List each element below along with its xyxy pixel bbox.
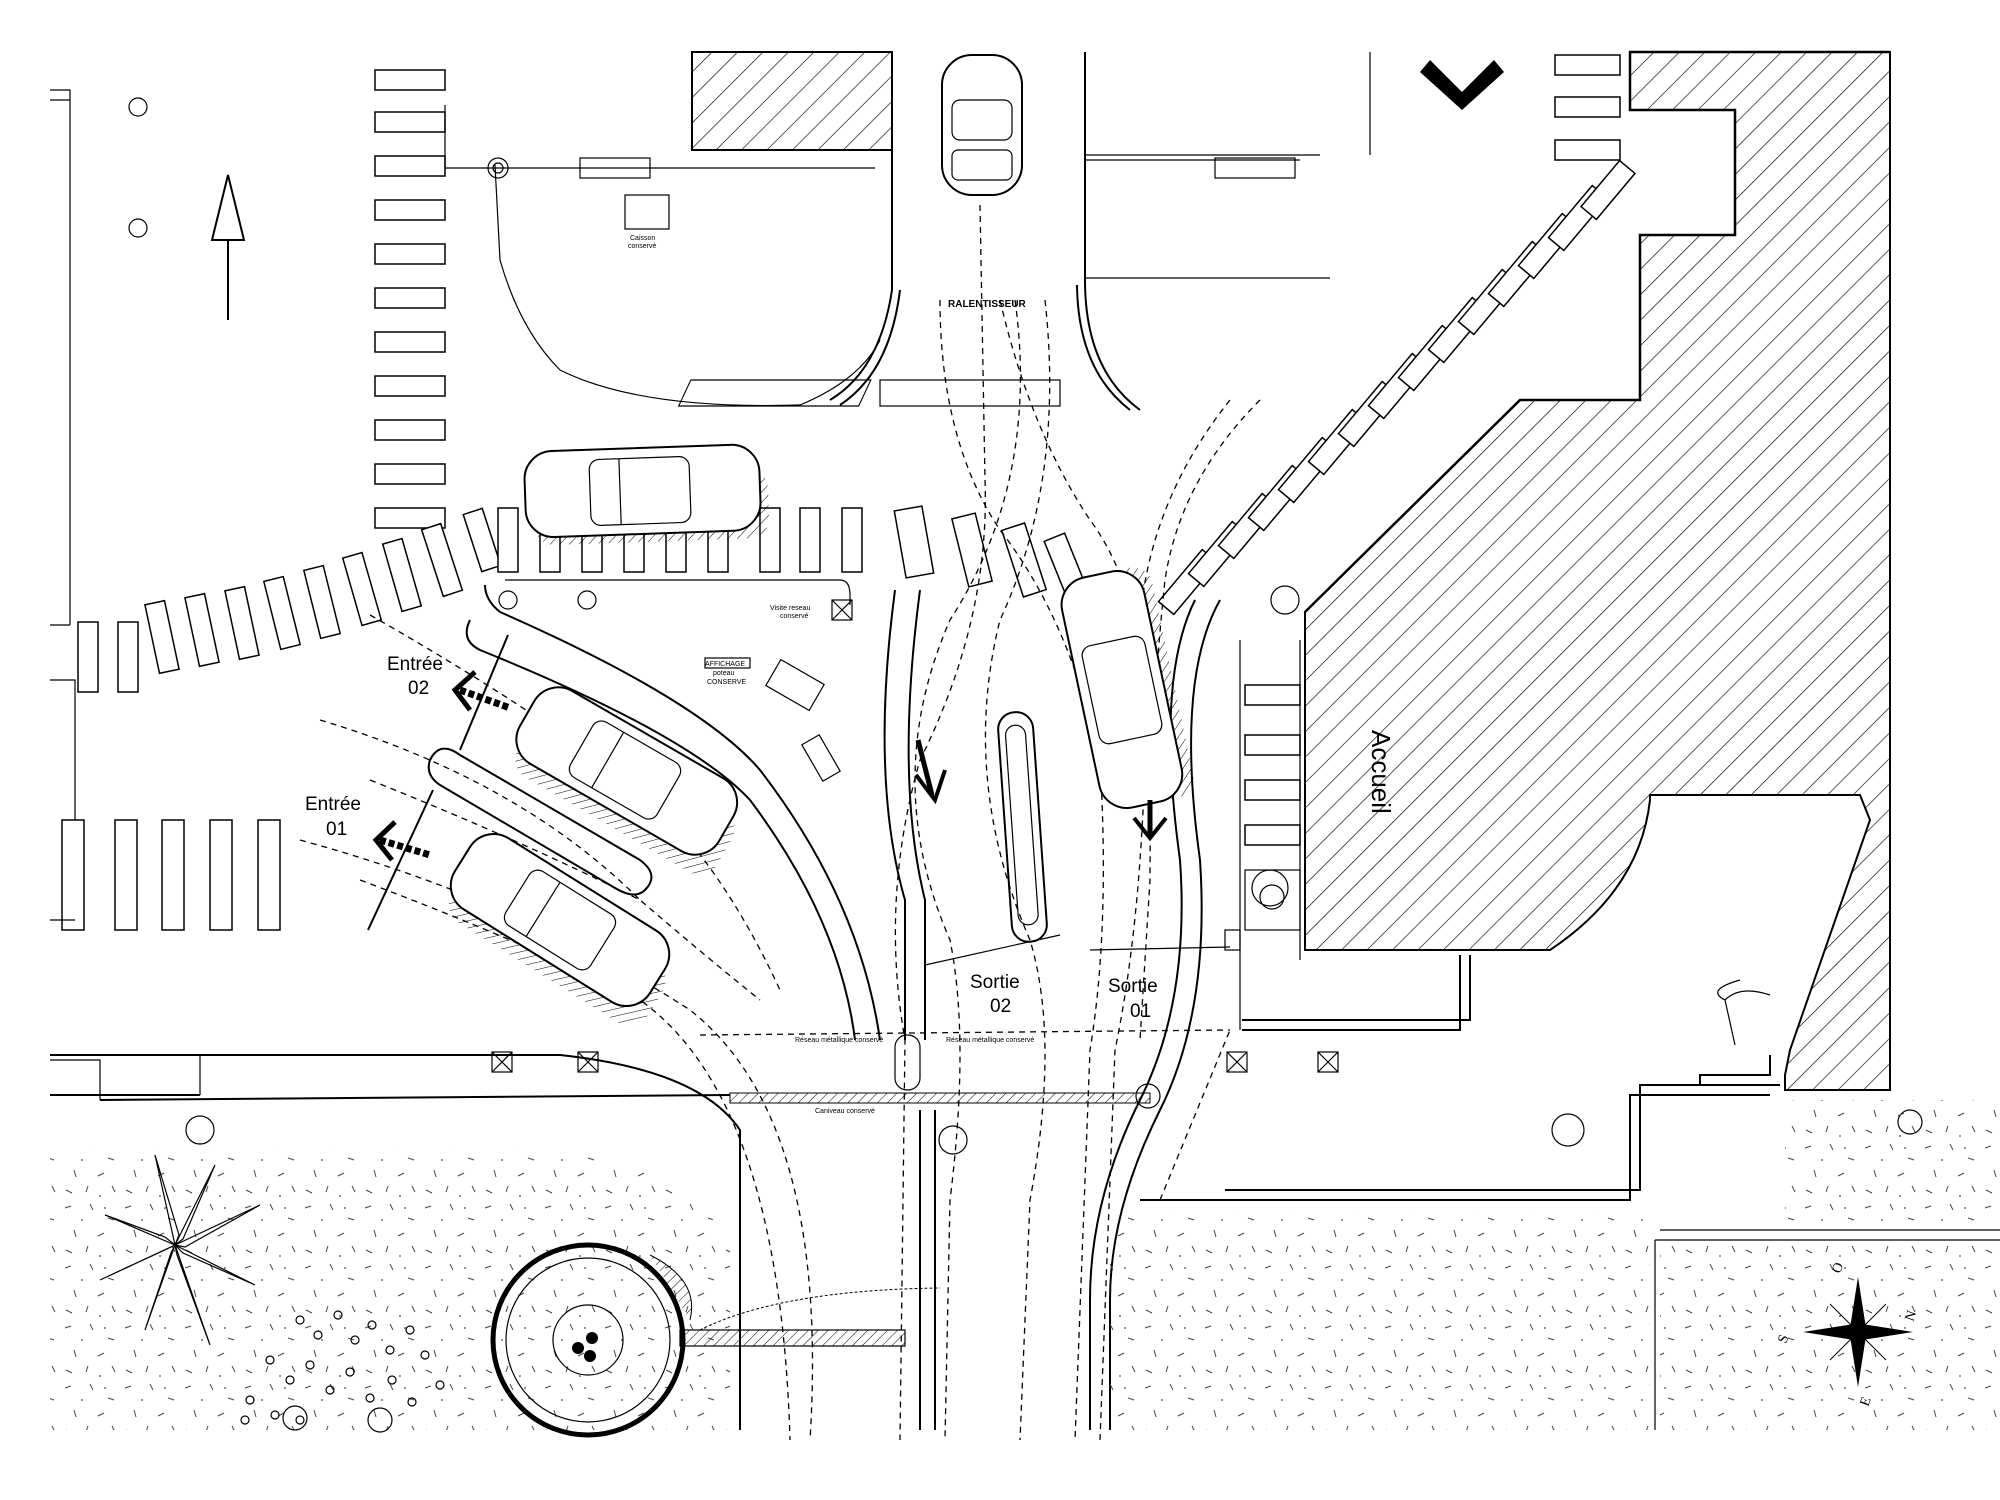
car-parked-top <box>523 443 770 546</box>
crosswalk-left-vertical <box>374 69 446 529</box>
traffic-island-left <box>427 747 653 896</box>
label-affichage-poteau: poteau <box>713 670 735 677</box>
buildings <box>691 50 1891 1091</box>
building-top-center <box>691 51 893 151</box>
arrow-sortie-01 <box>1132 800 1168 842</box>
label-caisson-conserve: conservé <box>628 243 657 250</box>
compass-north-label: N <box>1903 1309 1921 1324</box>
shrub-cluster <box>240 1310 445 1433</box>
label-entree-02-num: 02 <box>408 678 429 699</box>
label-reseau-gauche: Réseau métallique conservé <box>795 1037 883 1044</box>
crosswalk-top-center <box>497 505 1089 600</box>
crosswalk-top-right <box>1554 54 1621 161</box>
label-sortie-02-num: 02 <box>990 996 1011 1017</box>
label-entree-02: Entrée <box>387 654 443 675</box>
manholes <box>491 1051 1339 1073</box>
palm-tree <box>99 1154 261 1346</box>
label-affichage: AFFICHAGE <box>705 661 745 668</box>
building-accueil <box>1304 50 1890 613</box>
compass-rose: N S E O <box>1776 1261 1921 1409</box>
arrow-lane-center <box>914 739 947 805</box>
arrow-entree-02 <box>451 670 512 712</box>
label-sortie-02: Sortie <box>970 972 1020 993</box>
label-sortie-01: Sortie <box>1108 976 1158 997</box>
arrow-top-right <box>1420 60 1504 110</box>
label-accueil: Accueil <box>1366 730 1396 814</box>
label-entree-01-num: 01 <box>326 819 347 840</box>
label-ralentisseur: RALENTISSEUR <box>948 299 1027 310</box>
car-sortie-01 <box>1060 567 1194 809</box>
crosswalk-bottom-left <box>61 819 281 931</box>
label-entree-01: Entrée <box>305 794 361 815</box>
barriers <box>367 634 1241 966</box>
fixtures <box>128 97 1923 1155</box>
label-sortie-01-num: 01 <box>1130 1001 1151 1022</box>
label-caisson: Caisson <box>630 235 655 242</box>
arrow-entree-01 <box>372 820 432 862</box>
label-affichage-conserve: CONSERVE <box>707 679 746 686</box>
crosswalk-accueil <box>1244 684 1301 846</box>
labels: Entrée 02 Entrée 01 Sortie 02 Sortie 01 … <box>305 235 1396 1115</box>
label-visite-reseau: Visite reseau <box>770 605 810 612</box>
road-curbs <box>50 52 2000 1430</box>
traffic-island-center <box>997 711 1048 943</box>
crosswalk-left-diagonal <box>77 507 502 693</box>
arrow-north <box>210 174 246 320</box>
landscape <box>50 1100 2000 1438</box>
label-visite-conserve: conservé <box>780 613 809 620</box>
label-caniveau: Caniveau conservé <box>815 1108 875 1115</box>
car-top <box>941 54 1023 196</box>
car-entree-02 <box>515 686 739 875</box>
compass-west-label: O <box>1830 1261 1848 1276</box>
car-entree-01 <box>448 833 671 1027</box>
round-planter <box>490 1242 941 1438</box>
crosswalk-right-diagonal <box>1157 159 1637 616</box>
label-reseau-droite: Réseau métallique conservé <box>946 1037 1034 1044</box>
